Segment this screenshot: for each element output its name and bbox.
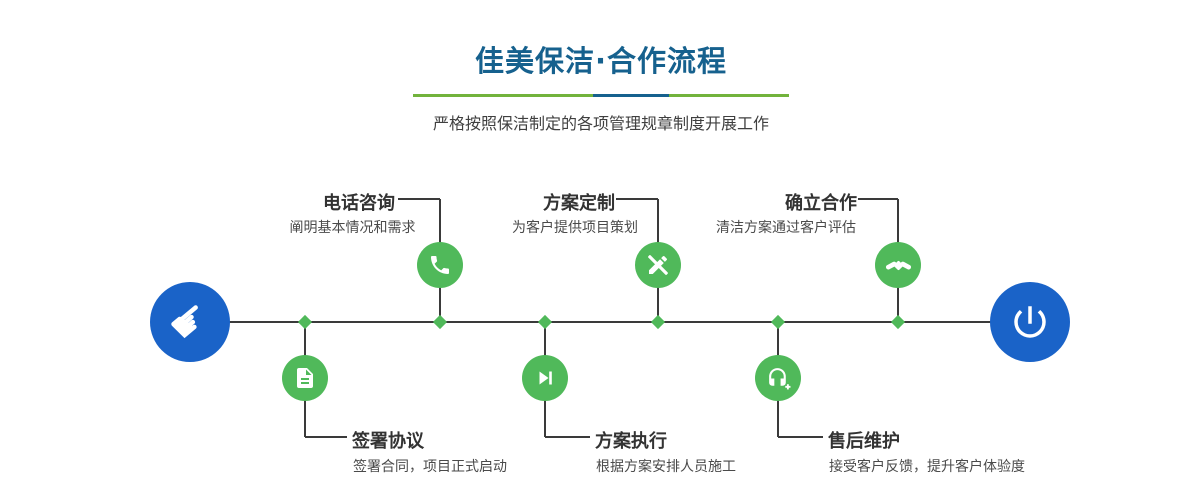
power-icon [1014,306,1046,338]
step-desc-aftersales: 接受客户反馈，提升客户体验度 [829,459,1025,475]
step-title-handshake: 确立合作 [785,193,857,214]
step-desc-phone: 阐明基本情况和需求 [289,220,416,236]
step-title-aftersales: 售后维护 [828,431,900,452]
step-node-handshake [875,242,921,288]
divider-segment-green-right [669,94,789,97]
execution-icon [539,371,552,385]
connector-horizontal [616,198,658,200]
phone-icon [431,256,449,274]
design-icon [648,255,668,275]
timeline-node-diamond [650,314,666,330]
page-subtitle: 严格按照保洁制定的各项管理规章制度开展工作 [432,114,769,133]
step-desc-execution: 根据方案安排人员施工 [596,459,736,475]
step-title-design: 方案定制 [543,193,615,214]
step-node-execution [522,355,568,401]
timeline-node-diamond [890,314,906,330]
handshake-icon [885,260,911,270]
connector-horizontal [858,198,898,200]
title-divider [413,94,789,97]
timeline-node-diamond [432,314,448,330]
step-title-contract: 签署协议 [352,431,424,452]
step-desc-contract: 签署合同，项目正式启动 [353,459,507,475]
contract-icon [297,368,313,388]
timeline-node-diamond [297,314,313,330]
divider-segment-blue [593,94,669,97]
step-title-execution: 方案执行 [595,431,667,452]
timeline-node-diamond [537,314,553,330]
timeline-axis [190,321,1030,323]
connector-horizontal [545,436,590,438]
start-node: ☛ [150,282,230,362]
page-title: 佳美保洁·合作流程 [474,44,728,78]
step-node-design [635,242,681,288]
aftersales-icon [768,367,790,389]
timeline-node-diamond [770,314,786,330]
divider-segment-green-left [413,94,593,97]
pointer-hand-icon: ☛ [158,289,222,354]
step-desc-design: 为客户提供项目策划 [512,220,638,236]
step-node-contract [282,355,328,401]
connector-horizontal [398,198,440,200]
step-desc-handshake: 清洁方案通过客户评估 [716,220,856,236]
connector-horizontal [305,436,347,438]
end-node [990,282,1070,362]
step-node-phone [417,242,463,288]
step-title-phone: 电话咨询 [323,193,395,214]
connector-horizontal [778,436,823,438]
step-node-aftersales [755,355,801,401]
